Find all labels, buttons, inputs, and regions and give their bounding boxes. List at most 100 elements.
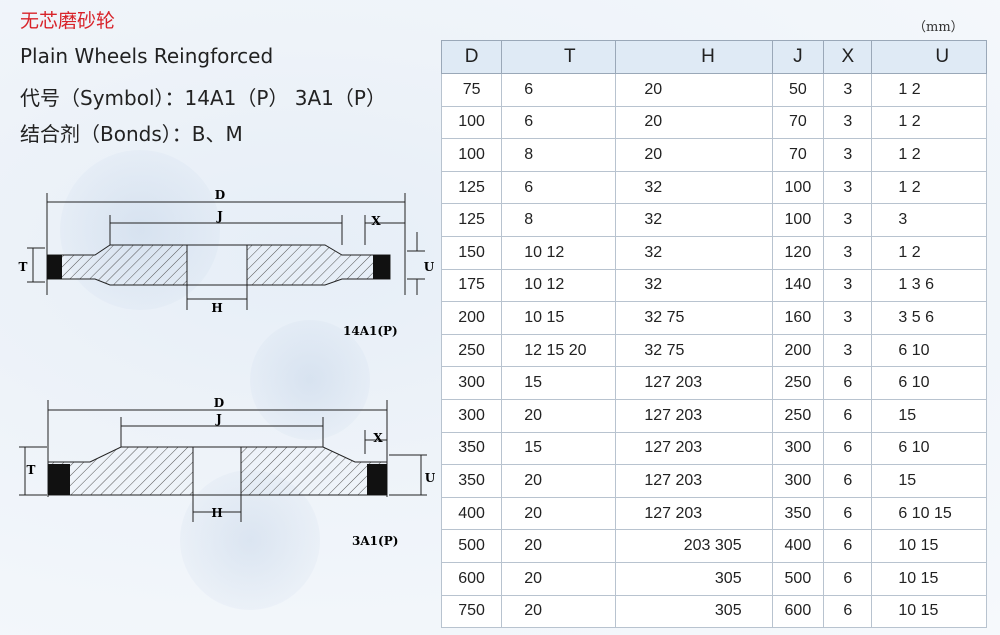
- label-d: D: [214, 396, 224, 410]
- abrasive-layer-right: [373, 255, 390, 279]
- cell-j: 400: [771, 529, 825, 563]
- cell-u: 6 10: [871, 333, 987, 368]
- cell-d: 500: [440, 529, 503, 563]
- cell-j: 600: [771, 594, 825, 629]
- label-h: H: [211, 506, 222, 520]
- cell-x: 3: [823, 73, 873, 107]
- cell-j: 250: [771, 366, 825, 400]
- cell-d: 125: [440, 203, 503, 237]
- cell-x: 3: [823, 235, 873, 270]
- cell-j: 70: [771, 105, 825, 140]
- cell-h: 203 305: [615, 529, 773, 563]
- abrasive-layer-left: [48, 464, 70, 495]
- cell-u: 6 10: [871, 431, 987, 466]
- cell-j: 250: [771, 398, 825, 433]
- cell-h: 305: [615, 594, 773, 629]
- cell-j: 160: [771, 301, 825, 335]
- cell-d: 250: [440, 333, 503, 368]
- cell-h: 20: [615, 138, 773, 172]
- cell-x: 3: [823, 301, 873, 335]
- cell-x: 6: [823, 431, 873, 466]
- cell-t: 20: [501, 464, 617, 498]
- header-j: J: [771, 40, 825, 74]
- cell-t: 20: [501, 529, 617, 563]
- abrasive-layer-left: [47, 255, 62, 279]
- cell-t: 8: [501, 203, 617, 237]
- cell-d: 300: [440, 366, 503, 400]
- cell-t: 15: [501, 431, 617, 466]
- header-h: H: [615, 40, 773, 74]
- table-header-row: D T H J X U: [440, 40, 987, 74]
- cell-t: 20: [501, 398, 617, 433]
- cell-t: 12 15 20: [501, 333, 617, 368]
- cell-d: 150: [440, 235, 503, 270]
- label-d: D: [215, 188, 225, 202]
- cell-x: 3: [823, 138, 873, 172]
- cell-x: 3: [823, 105, 873, 140]
- cell-x: 6: [823, 496, 873, 531]
- cell-h: 127 203: [615, 431, 773, 466]
- cell-t: 6: [501, 105, 617, 140]
- cell-j: 200: [771, 333, 825, 368]
- cell-x: 6: [823, 464, 873, 498]
- cell-j: 350: [771, 496, 825, 531]
- cell-h: 127 203: [615, 398, 773, 433]
- caption-3a1p: 3A1(P): [352, 534, 398, 548]
- cell-j: 50: [771, 73, 825, 107]
- background-bubble: [250, 320, 370, 440]
- cell-u: 6 10 15: [871, 496, 987, 531]
- cell-h: 127 203: [615, 496, 773, 531]
- unit-label: （mm）: [913, 20, 964, 35]
- cell-h: 32: [615, 170, 773, 205]
- title-chinese: 无芯磨砂轮: [20, 10, 116, 32]
- diagram-14a1p: D J X T U H 14A1(P): [19, 188, 435, 338]
- cell-h: 20: [615, 105, 773, 140]
- cell-u: 15: [871, 398, 987, 433]
- cell-d: 400: [440, 496, 503, 531]
- cell-x: 3: [823, 333, 873, 368]
- cell-d: 600: [440, 561, 503, 596]
- cell-d: 75: [440, 73, 503, 107]
- label-x: X: [373, 431, 383, 445]
- cell-d: 350: [440, 464, 503, 498]
- cell-j: 500: [771, 561, 825, 596]
- cell-t: 10 12: [501, 268, 617, 303]
- cell-u: 10 15: [871, 561, 987, 596]
- label-j: J: [216, 209, 223, 223]
- cell-x: 6: [823, 561, 873, 596]
- cell-h: 32: [615, 235, 773, 270]
- cell-t: 10 12: [501, 235, 617, 270]
- cell-x: 6: [823, 366, 873, 400]
- cell-j: 100: [771, 203, 825, 237]
- cell-t: 8: [501, 138, 617, 172]
- cell-x: 6: [823, 594, 873, 629]
- cell-h: 127 203: [615, 464, 773, 498]
- label-u: U: [424, 260, 435, 274]
- cell-t: 6: [501, 73, 617, 107]
- cell-u: 1 2: [871, 138, 987, 172]
- cell-d: 100: [440, 138, 503, 172]
- cell-t: 20: [501, 594, 617, 629]
- label-j: J: [215, 412, 222, 426]
- cell-d: 350: [440, 431, 503, 466]
- label-u: U: [425, 471, 435, 485]
- bonds-line: 结合剂（Bonds）：B、M: [20, 122, 243, 146]
- cell-d: 300: [440, 398, 503, 433]
- header-x: X: [823, 40, 873, 74]
- cell-d: 175: [440, 268, 503, 303]
